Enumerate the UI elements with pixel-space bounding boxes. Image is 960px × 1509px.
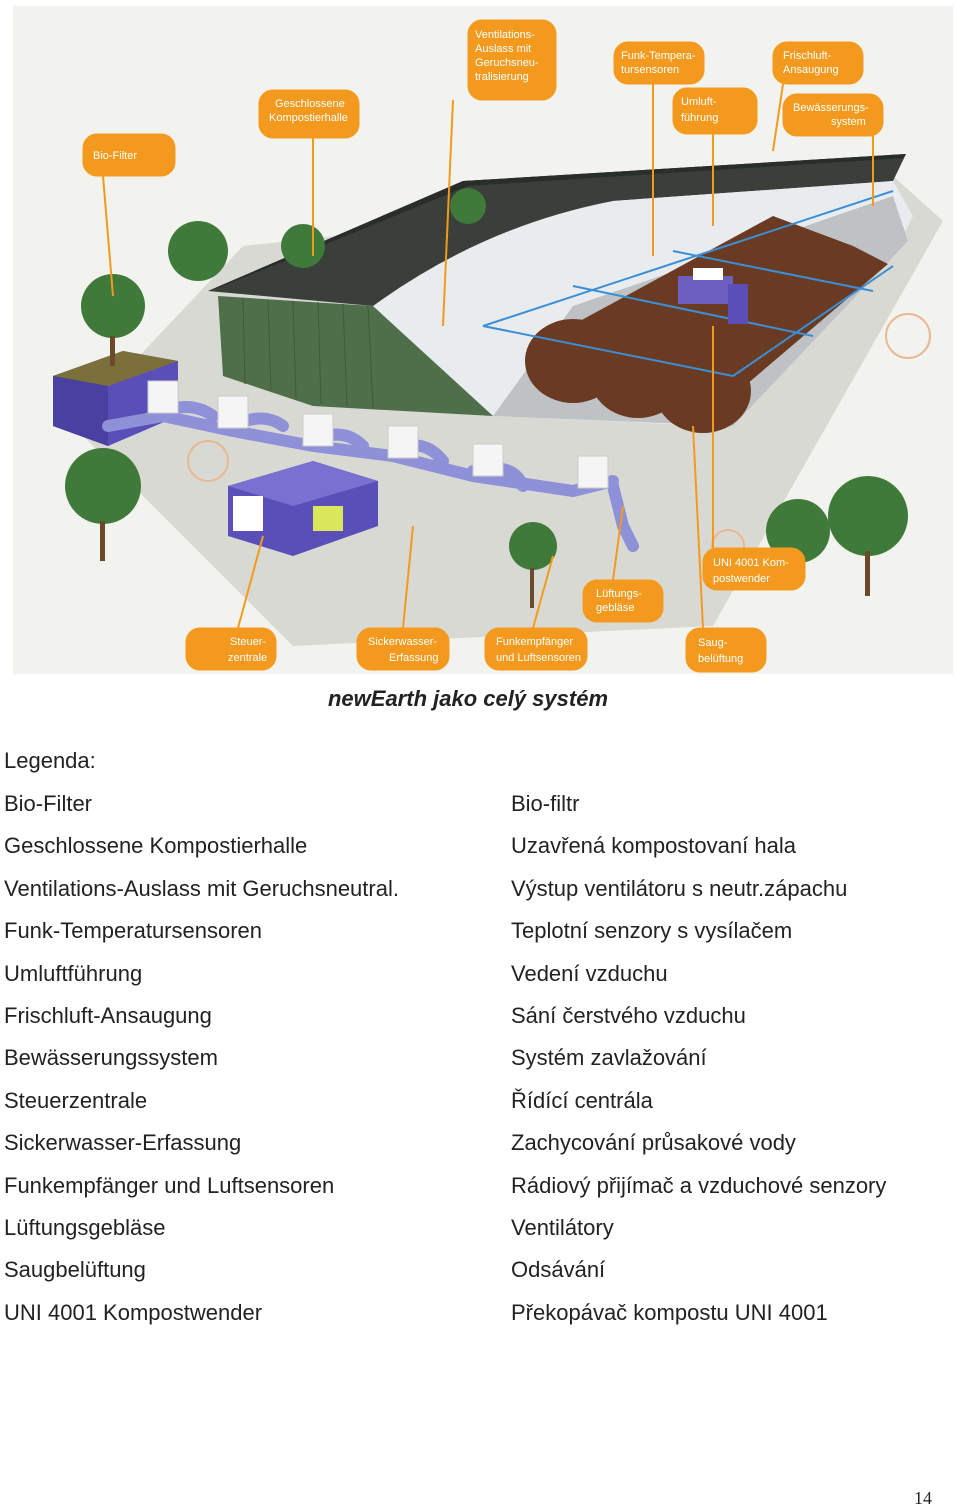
- legend-cz: Výstup ventilátoru s neutr.zápachu: [511, 875, 848, 901]
- svg-text:zentrale: zentrale: [228, 652, 267, 664]
- legend-de: Bewässerungssystem: [4, 1045, 218, 1071]
- legend-cz: Zachycování průsakové vody: [511, 1130, 796, 1156]
- legend-row: UNI 4001 Kompostwender Překopávač kompost…: [4, 1299, 960, 1341]
- svg-text:tursensoren: tursensoren: [621, 64, 679, 76]
- svg-text:Sickerwasser-: Sickerwasser-: [368, 636, 437, 648]
- callout-frischluft: [772, 41, 864, 85]
- hall-roof: [208, 154, 906, 306]
- svg-text:Ventilations-: Ventilations-: [475, 29, 535, 41]
- legend-cz: Ventilátory: [511, 1214, 614, 1240]
- callouts: [82, 19, 884, 673]
- control-center-container: [228, 461, 378, 556]
- legend-row: Funkempfänger und Luftsensoren Rádiový př…: [4, 1172, 960, 1214]
- legend-de: Frischluft-Ansaugung: [4, 1002, 212, 1028]
- callout-steuer: [185, 627, 277, 671]
- legend-row: Lüftungsgebläse Ventilátory: [4, 1214, 960, 1256]
- legend-cz: Teplotní senzory s vysílačem: [511, 918, 793, 944]
- svg-text:Lüftungs-: Lüftungs-: [596, 588, 642, 600]
- legend-cz: Bio-filtr: [511, 791, 580, 816]
- legend-row: Saugbelüftung Odsávání: [4, 1256, 960, 1298]
- legend-row: Bio-Filter Bio-filtr: [4, 790, 960, 832]
- legend-row: Frischluft-Ansaugung Sání čerstvého vzduc…: [4, 1002, 960, 1044]
- legend-cz: Systém zavlažování: [511, 1045, 707, 1071]
- svg-text:Frischluft-: Frischluft-: [783, 50, 832, 62]
- legend-cz: Řídící centrála: [511, 1087, 653, 1113]
- svg-text:Funkempfänger: Funkempfänger: [496, 636, 573, 648]
- legend-row: Sickerwasser-Erfassung Zachycování průsak…: [4, 1129, 960, 1171]
- legend-row: Ventilations-Auslass mit Geruchsneutral.…: [4, 875, 960, 917]
- legend-de: Steuerzentrale: [4, 1087, 148, 1113]
- legend-de: Funkempfänger und Luftsensoren: [4, 1172, 335, 1198]
- legend-de: Saugbelüftung: [4, 1257, 146, 1283]
- svg-text:Ansaugung: Ansaugung: [783, 64, 839, 76]
- svg-text:Funk-Tempera-: Funk-Tempera-: [621, 50, 696, 62]
- callout-text-bio-filter: Bio-Filter: [93, 150, 137, 162]
- legend-row: Steuerzentrale Řídící centrála: [4, 1087, 960, 1129]
- svg-text:Auslass mit: Auslass mit: [475, 43, 531, 55]
- legend-de: Ventilations-Auslass mit Geruchsneutral.: [4, 875, 399, 901]
- legend-cz: Sání čerstvého vzduchu: [511, 1002, 746, 1028]
- callout-bio-filter: [82, 133, 176, 177]
- composting-system-illustration: Bio-Filter Geschlossene Kompostierhalle …: [13, 6, 953, 674]
- compost-turner: [678, 268, 748, 324]
- svg-text:Kompostierhalle: Kompostierhalle: [269, 112, 348, 124]
- page-number: 14: [914, 1488, 932, 1508]
- legend-de: Geschlossene Kompostierhalle: [4, 833, 308, 859]
- legend-cz: Uzavřená kompostovaní hala: [511, 833, 796, 859]
- legend-cz: Vedení vzduchu: [511, 960, 668, 986]
- svg-text:UNI 4001 Kom-: UNI 4001 Kom-: [713, 557, 789, 569]
- svg-text:Steuer-: Steuer-: [230, 636, 266, 648]
- svg-text:Erfassung: Erfassung: [389, 652, 439, 664]
- callout-lueftungsgeblaese: [582, 579, 664, 623]
- svg-text:führung: führung: [681, 112, 718, 124]
- callout-bewaesserung: [782, 93, 884, 137]
- svg-text:Bewässerungs-: Bewässerungs-: [793, 102, 869, 114]
- callout-geschlossene: [258, 89, 360, 139]
- callout-uni4001: [702, 547, 806, 591]
- legend-row: Umluftführung Vedení vzduchu: [4, 960, 960, 1002]
- figure-caption: newEarth jako celý systém: [327, 686, 609, 711]
- callout-ventilation: [467, 19, 557, 101]
- svg-text:und Luftsensoren: und Luftsensoren: [496, 652, 581, 664]
- svg-text:Geschlossene: Geschlossene: [275, 98, 345, 110]
- svg-text:Saug-: Saug-: [698, 637, 728, 649]
- hall-wall: [218, 296, 493, 416]
- callout-funk-temp: [613, 41, 705, 85]
- callout-saugbelueftung: [685, 627, 767, 673]
- legend-cz: Překopávač kompostu UNI 4001: [511, 1299, 828, 1325]
- svg-text:belüftung: belüftung: [698, 653, 743, 665]
- callout-umluft: [672, 87, 758, 135]
- legend-de: Funk-Temperatursensoren: [4, 918, 263, 944]
- trees: [65, 188, 908, 570]
- legend-de: Lüftungsgebläse: [4, 1214, 166, 1240]
- legend-row: Bewässerungssystem Systém zavlažování: [4, 1044, 960, 1086]
- legend-de: Sickerwasser-Erfassung: [4, 1130, 242, 1156]
- legend-row: Geschlossene Kompostierhalle Uzavřená kom…: [4, 832, 960, 874]
- legend-title: Legenda:: [4, 748, 96, 773]
- svg-text:Umluft-: Umluft-: [681, 96, 717, 108]
- legend-cz: Rádiový přijímač a vzduchové senzory: [511, 1172, 887, 1198]
- svg-text:gebläse: gebläse: [596, 602, 635, 614]
- svg-text:postwender: postwender: [713, 573, 770, 585]
- legend-table: Bio-Filter Bio-filtr Geschlossene Kompost…: [4, 790, 960, 1341]
- callout-funkempfaenger: [484, 627, 588, 671]
- svg-text:system: system: [831, 116, 866, 128]
- svg-text:Geruchsneu-: Geruchsneu-: [475, 57, 539, 69]
- legend-row: Funk-Temperatursensoren Teplotní senzory …: [4, 917, 960, 959]
- svg-text:tralisierung: tralisierung: [475, 71, 529, 83]
- legend-cz: Odsávání: [511, 1257, 606, 1283]
- fan-boxes: [147, 380, 609, 489]
- legend-de: UNI 4001 Kompostwender: [4, 1299, 263, 1325]
- legend-de: Bio-Filter: [4, 791, 93, 816]
- legend-de: Umluftführung: [4, 960, 143, 986]
- irrigation-system: [482, 190, 894, 377]
